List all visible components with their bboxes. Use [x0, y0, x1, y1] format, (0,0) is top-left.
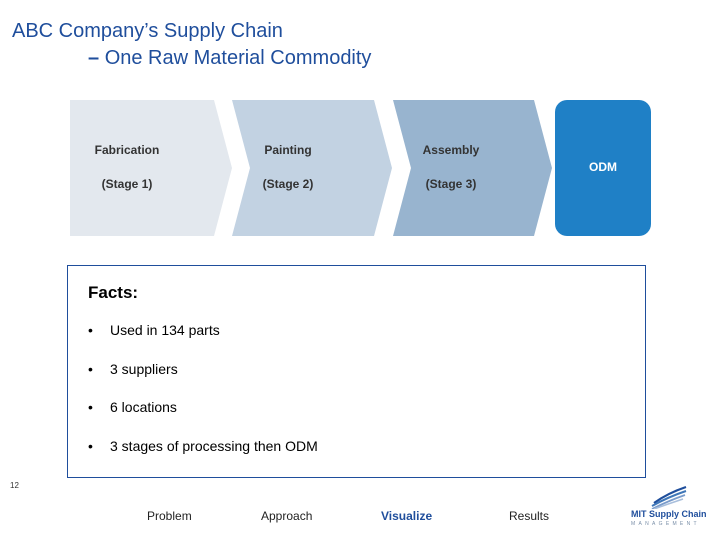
slide-title-line2: – One Raw Material Commodity [88, 47, 371, 70]
swoosh-icon [651, 485, 687, 509]
odm-box [555, 100, 651, 236]
bullet-icon: • [88, 322, 93, 338]
facts-title: Facts: [88, 283, 139, 302]
page-number: 12 [10, 481, 19, 490]
list-item: • Used in 134 parts [88, 322, 318, 361]
stage-3-arrow [393, 100, 552, 236]
bullet-icon: • [88, 399, 93, 415]
fact-text: Used in 134 parts [110, 322, 220, 338]
logo-brand-text: MIT Supply Chain [631, 509, 707, 519]
list-item: • 3 suppliers [88, 361, 318, 400]
stage-1-number: (Stage 1) [102, 177, 153, 191]
nav-results[interactable]: Results [509, 509, 550, 523]
fact-text: 3 stages of processing then ODM [110, 437, 318, 454]
slide-title-line1: ABC Company’s Supply Chain [12, 20, 283, 42]
facts-list: • Used in 134 parts • 3 suppliers • 6 locat… [88, 322, 318, 476]
slide-subtitle: One Raw Material Commodity [104, 47, 372, 69]
stage-2-arrow [232, 100, 392, 236]
stage-1-label: Fabrication [95, 143, 160, 157]
nav-problem[interactable]: Problem [147, 509, 192, 523]
title-dash: – [88, 47, 100, 69]
fact-text: 6 locations [110, 399, 177, 415]
stage-1-arrow [70, 100, 232, 236]
bullet-icon: • [88, 360, 93, 377]
nav-visualize[interactable]: Visualize [381, 509, 433, 523]
stage-2-label: Painting [264, 143, 311, 157]
list-item: • 6 locations [88, 399, 318, 438]
facts-box: Facts: • Used in 134 parts • 3 suppliers •… [67, 265, 646, 478]
supply-chain-flow-diagram: Fabrication (Stage 1) Painting (Stage 2)… [70, 100, 651, 236]
odm-label: ODM [589, 160, 617, 174]
logo-sub-text: MANAGEMENT [631, 521, 700, 527]
fact-text: 3 suppliers [110, 360, 178, 377]
bullet-icon: • [88, 437, 93, 454]
mit-scm-logo: MIT Supply Chain MANAGEMENT [628, 483, 712, 529]
nav-approach[interactable]: Approach [261, 509, 313, 523]
stage-3-number: (Stage 3) [426, 177, 477, 191]
stage-2-number: (Stage 2) [263, 177, 314, 191]
list-item: • 3 stages of processing then ODM [88, 438, 318, 477]
stage-3-label: Assembly [423, 143, 480, 157]
